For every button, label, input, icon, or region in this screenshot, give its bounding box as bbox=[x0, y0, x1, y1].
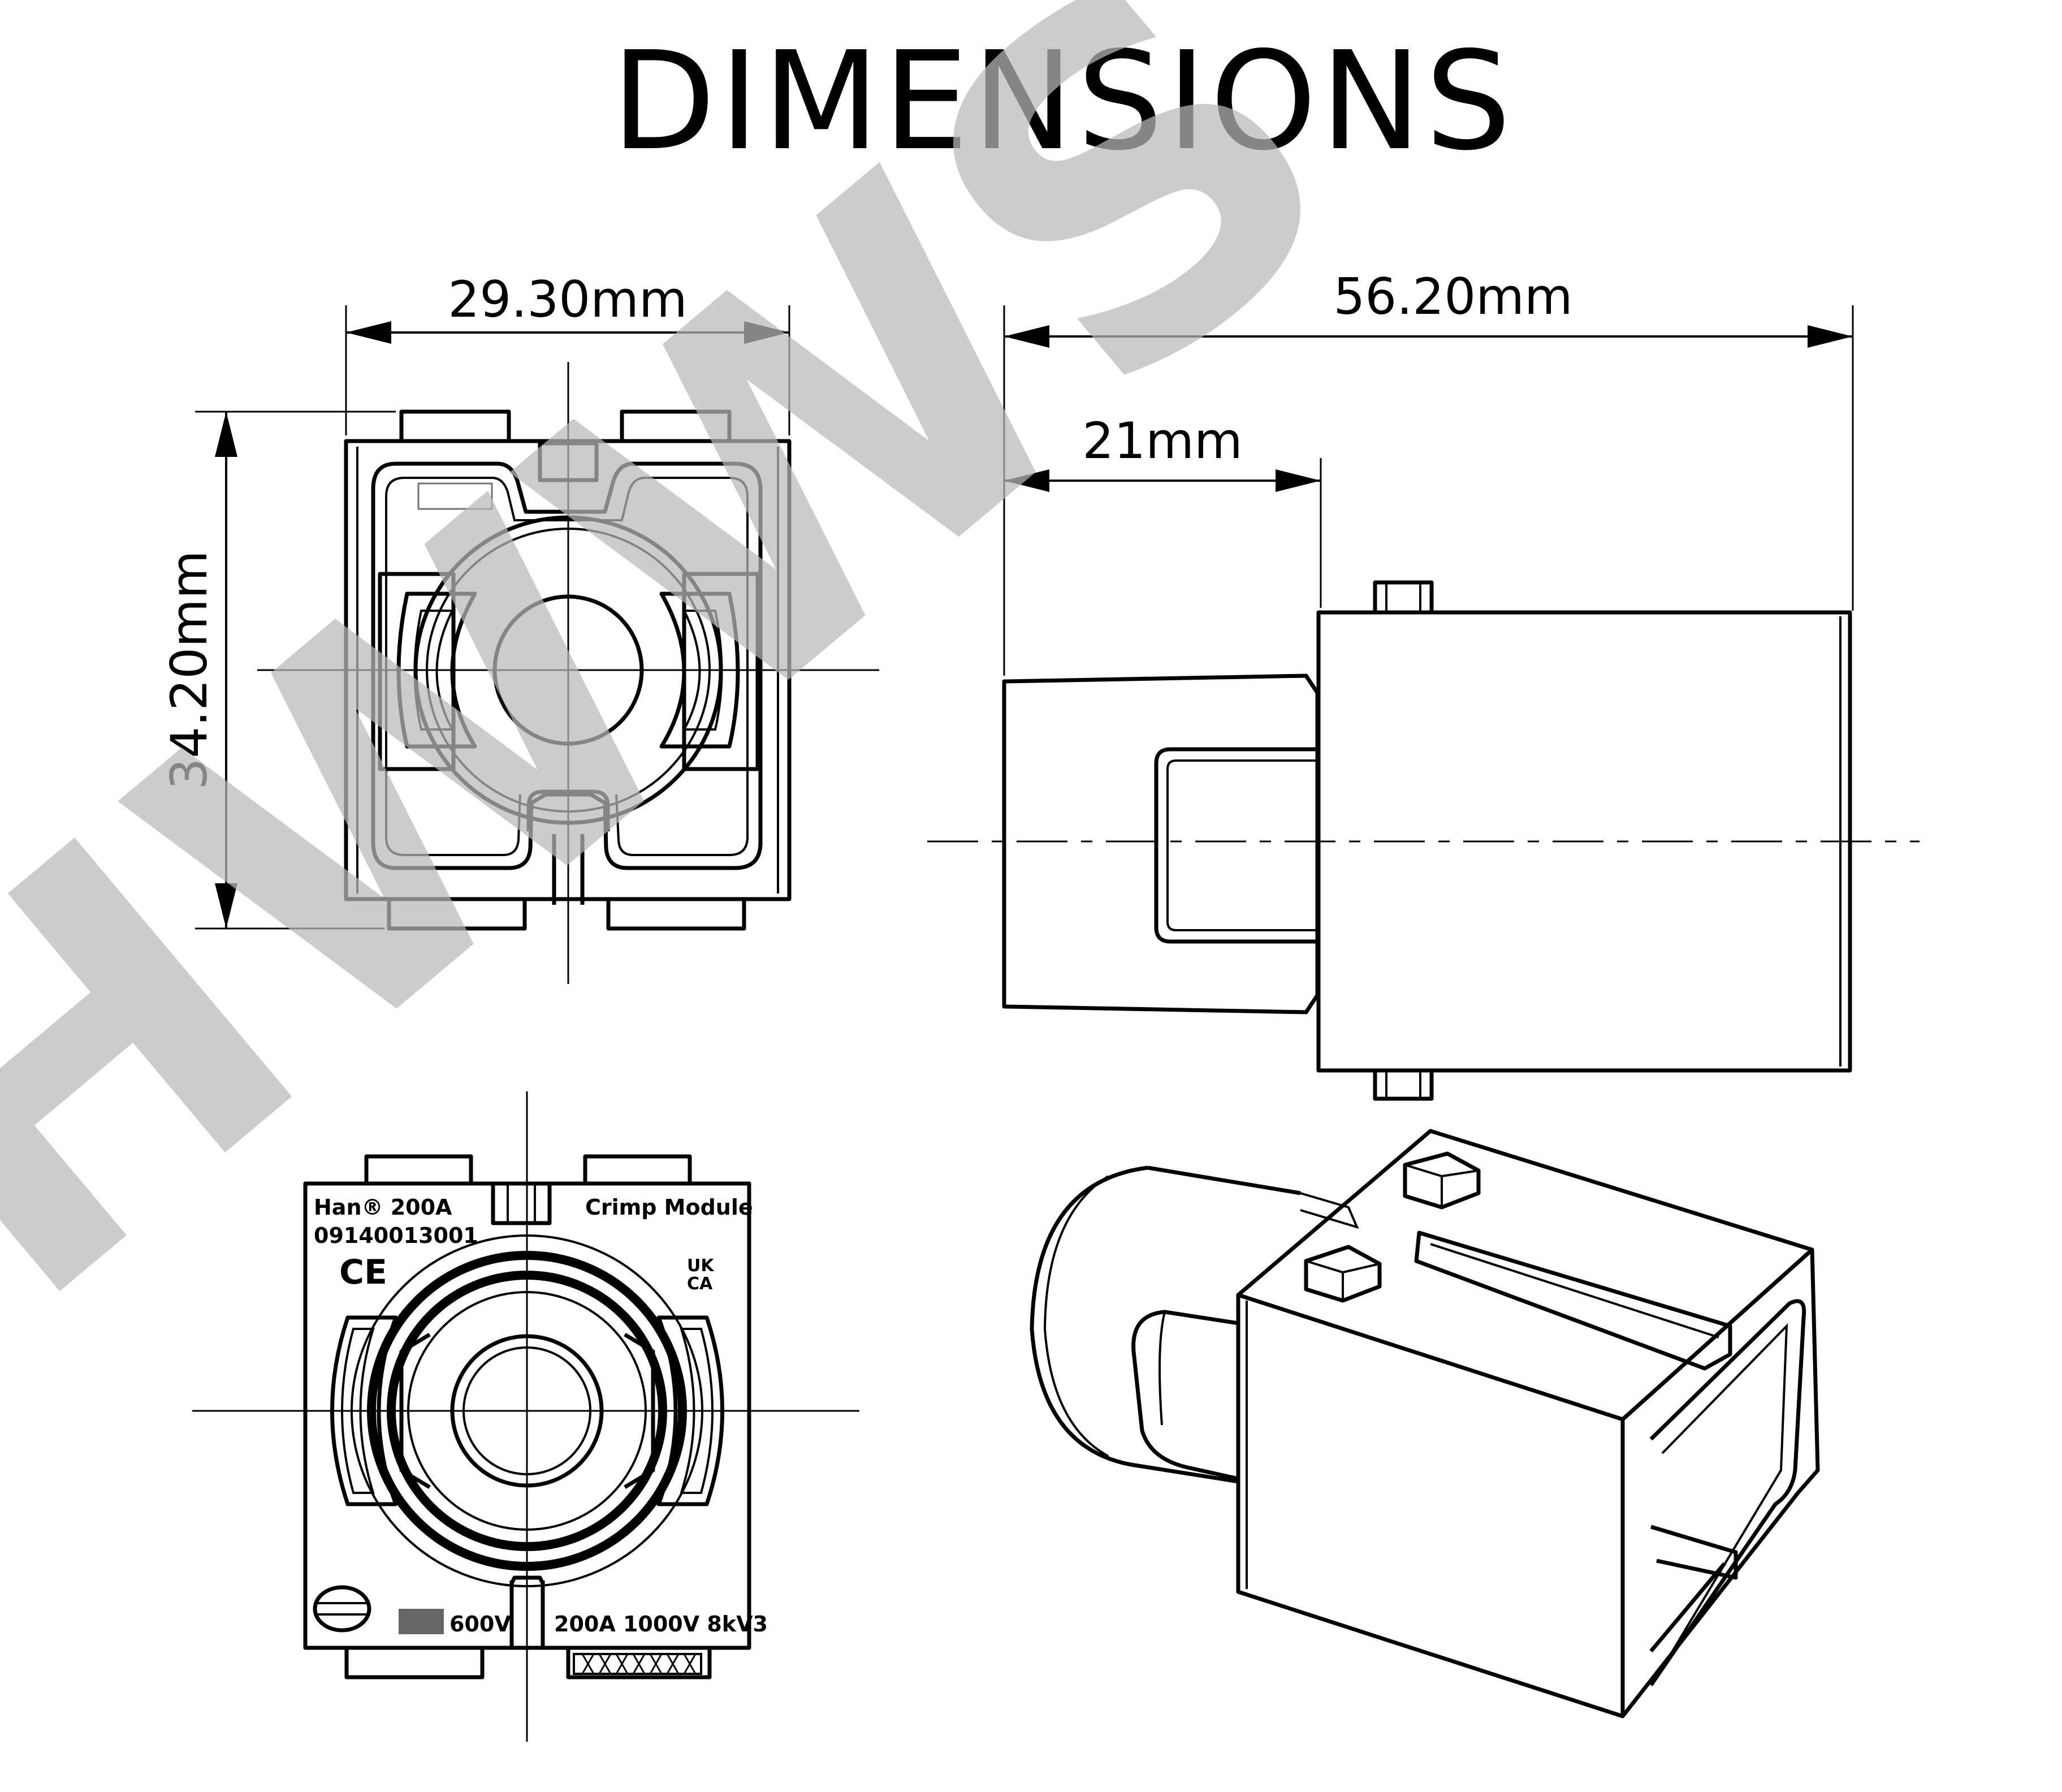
side-view bbox=[927, 580, 1920, 1101]
marking-ukca-top: UK bbox=[687, 1256, 715, 1276]
front-width-label: 29.30mm bbox=[448, 270, 687, 329]
marking-ce: CE bbox=[339, 1253, 387, 1292]
dim-side-partial: 21mm bbox=[1004, 412, 1322, 608]
dim-side-total: 56.20mm bbox=[1003, 267, 1854, 676]
marking-part-number: 09140013001 bbox=[314, 1223, 478, 1248]
marking-ukca-bottom: CA bbox=[687, 1274, 713, 1294]
isometric-view bbox=[1030, 1129, 1820, 1718]
front-view bbox=[257, 362, 879, 984]
rear-view bbox=[192, 1091, 859, 1742]
side-partial-label: 21mm bbox=[1082, 412, 1242, 470]
marking-voltage-ul: 600V bbox=[449, 1612, 511, 1636]
marking-rating: 200A 1000V 8kV3 bbox=[554, 1612, 768, 1636]
dim-front-width: 29.30mm bbox=[345, 270, 790, 435]
dim-front-height: 34.20mm bbox=[160, 411, 396, 930]
watermark: HWWS bbox=[0, 0, 1434, 1402]
front-height-label: 34.20mm bbox=[160, 550, 218, 789]
marking-module-type: Crimp Module bbox=[585, 1195, 753, 1220]
marking-brand: Han® 200A bbox=[314, 1195, 452, 1220]
page-title: DIMENSIONS bbox=[611, 22, 1515, 180]
side-total-label: 56.20mm bbox=[1333, 267, 1572, 326]
